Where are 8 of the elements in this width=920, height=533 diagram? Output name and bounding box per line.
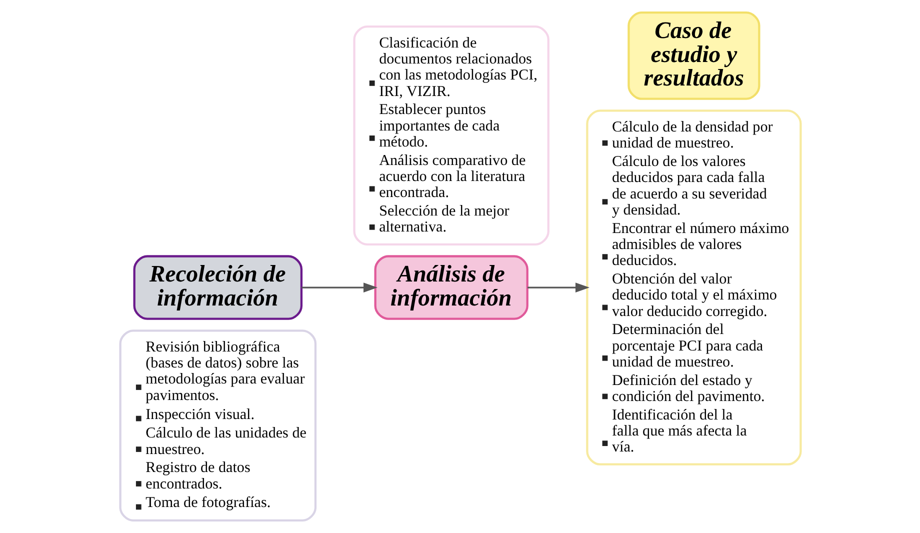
node-box: Recoleción de información bbox=[132, 255, 302, 320]
node-box: Clasificación de documentos relacionados con las metodologías PCI, IRI, VIZIR. Establecer puntos importantes de cada método. Análisis comparativo de acuerdo con la literatura encontrada. Selección de la mejor alternativa. bbox=[352, 26, 549, 246]
arrow bbox=[301, 282, 378, 292]
node-box: Cálculo de la densidad por unidad de muestreo. Cálculo de los valores deducidos para cada falla de acuerdo a su severidad y densidad. Encontrar el número máximo admisibles de valores deducidos. Obtención del valor deducido total y el máximo valor deducido corregido. Determinación del porcentaje PCI para cada unidad de muestreo. Definición del estado y condición del pavimento. Identificación del la falla que más afecta la vía. bbox=[586, 110, 802, 466]
node-box: Análisis de información bbox=[374, 255, 528, 320]
node-box: Revisión bibliográfica (bases de datos) sobre las metodologías para evaluar pavimentos. Inspección visual. Cálculo de las unidades de muestreo. Registro de datos encontrados. Toma de fotografías. bbox=[118, 330, 316, 522]
node-box: Caso de estudio y resultados bbox=[627, 12, 760, 100]
arrow bbox=[527, 282, 589, 292]
